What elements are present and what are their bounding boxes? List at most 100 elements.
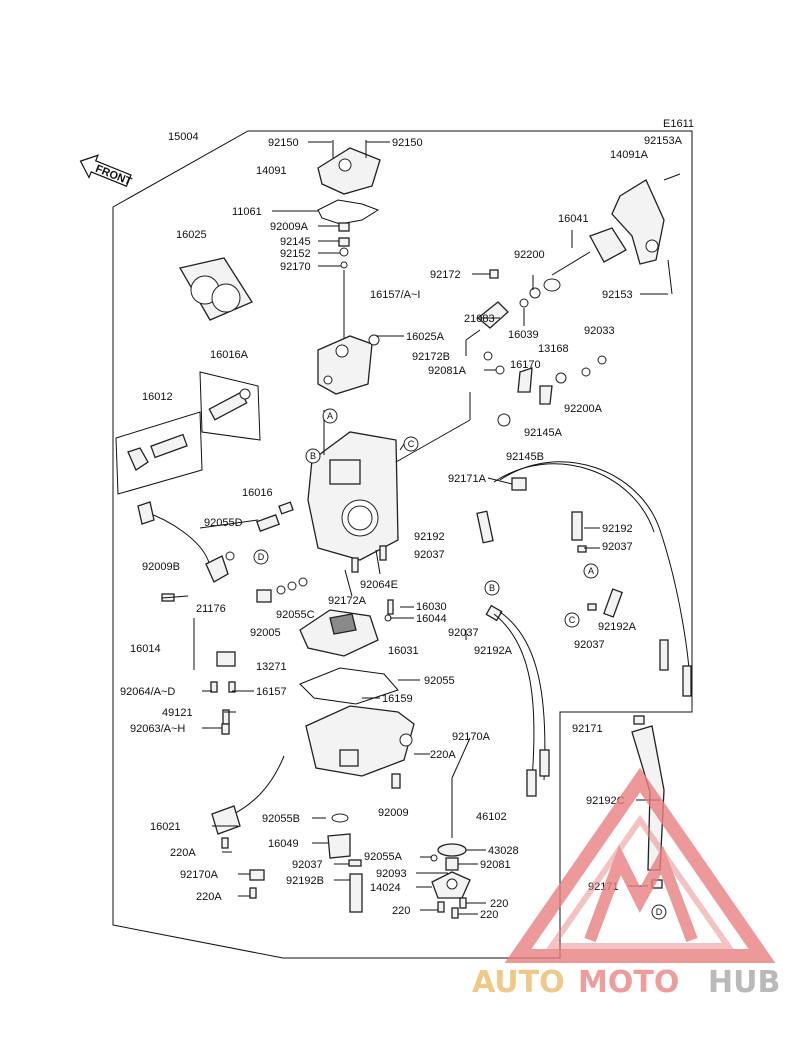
label-16025: 16025 [176, 229, 207, 241]
label-92200A: 92200A [564, 403, 603, 415]
label-92055D: 92055D [204, 517, 243, 529]
label-92055: 92055 [424, 675, 455, 687]
svg-text:B: B [310, 451, 316, 461]
front-arrow-icon: FRONT [79, 154, 134, 188]
label-16031: 16031 [388, 645, 419, 657]
label-92150-left: 92150 [268, 137, 299, 149]
float-pin-part [387, 599, 394, 615]
label-92055B: 92055B [262, 813, 300, 825]
automotohub-logo [504, 767, 776, 963]
bolt-92064E-part [379, 545, 387, 561]
float-bowl-part [305, 705, 415, 789]
svg-text:D: D [656, 907, 663, 917]
label-92152: 92152 [280, 248, 311, 260]
label-92037-bottom: 92037 [292, 859, 323, 871]
label-16044: 16044 [416, 613, 447, 625]
diagram-frame [112, 130, 693, 959]
label-92064AD: 92064/A~D [120, 686, 175, 698]
label-92037-lower-right: 92037 [574, 639, 605, 651]
label-92081: 92081 [480, 859, 511, 871]
callout-d-left: D [253, 549, 269, 565]
screw-220A-part [249, 887, 257, 899]
label-14091: 14091 [256, 165, 287, 177]
svg-text:AUTO: AUTO [472, 965, 565, 1000]
label-15004: 15004 [168, 131, 199, 143]
label-92037-mid: 92037 [414, 549, 445, 561]
label-16021: 16021 [150, 821, 181, 833]
label-92064E: 92064E [360, 579, 398, 591]
label-92170A-bottom: 92170A [180, 869, 219, 881]
drain-plug-part [327, 833, 351, 859]
label-92063AH: 92063/A~H [130, 723, 185, 735]
carburetor-body-part [307, 392, 471, 561]
callout-a-top: A [322, 408, 338, 424]
needle-jet-part [193, 618, 236, 735]
label-92033: 92033 [584, 325, 615, 337]
label-92172B: 92172B [412, 351, 450, 363]
label-13168: 13168 [538, 343, 569, 355]
part-number-labels: 15004 92150 92150 92153A 14091 14091A 11… [120, 131, 683, 921]
fuel-screw-part [256, 501, 294, 532]
label-16025A: 16025A [406, 331, 445, 343]
svg-text:B: B [489, 583, 495, 593]
label-92055C: 92055C [276, 609, 315, 621]
hose-92192B-part [349, 873, 363, 913]
label-92145B: 92145B [506, 451, 544, 463]
label-92009B: 92009B [142, 561, 180, 573]
label-16012: 16012 [142, 391, 173, 403]
nipple-fitting-part [256, 577, 308, 603]
label-14091A: 14091A [610, 149, 649, 161]
label-16039: 16039 [508, 329, 539, 341]
label-14024: 14024 [370, 882, 401, 894]
top-cover-part [317, 140, 381, 195]
svg-text:HUB: HUB [708, 965, 780, 1000]
label-21176: 21176 [196, 603, 226, 615]
svg-text:C: C [569, 615, 576, 625]
label-16159: 16159 [382, 693, 413, 705]
label-92153: 92153 [602, 289, 633, 301]
float-part [299, 609, 379, 657]
callout-b-right: B [484, 580, 500, 596]
label-92009A: 92009A [270, 221, 309, 233]
label-92145A: 92145A [524, 427, 563, 439]
label-92170A-top: 92170A [452, 731, 491, 743]
label-16170: 16170 [510, 359, 541, 371]
spring-part [338, 237, 350, 247]
label-92037-right: 92037 [602, 541, 633, 553]
lever-assembly-part [483, 351, 607, 427]
label-92005: 92005 [250, 627, 281, 639]
throttle-sensor-cable-part [211, 755, 285, 849]
label-21083: 21083 [464, 313, 495, 325]
label-92145: 92145 [280, 236, 311, 248]
label-92153A: 92153A [644, 135, 683, 147]
gasket-part [317, 199, 380, 225]
label-16049: 16049 [268, 838, 299, 850]
label-92171A: 92171A [448, 473, 487, 485]
label-16041: 16041 [558, 213, 589, 225]
watermark-text: AUTO MOTO HUB [472, 965, 780, 1000]
clip-92037-part [348, 859, 362, 867]
svg-text:C: C [408, 439, 415, 449]
label-46102: 46102 [476, 811, 507, 823]
label-16030: 16030 [416, 601, 447, 613]
svg-text:MOTO: MOTO [578, 965, 679, 1000]
label-92081A: 92081A [428, 365, 467, 377]
label-92192B: 92192B [286, 875, 324, 887]
label-16016A: 16016A [210, 349, 249, 361]
callout-c-right: C [564, 612, 580, 628]
svg-text:FRONT: FRONT [94, 163, 134, 188]
label-92192-right: 92192 [602, 523, 633, 535]
svg-text:A: A [327, 411, 333, 421]
label-220-bottom: 220 [480, 909, 498, 921]
callout-a-right: A [583, 563, 599, 579]
svg-text:A: A [588, 566, 594, 576]
callout-c-top: C [403, 436, 419, 452]
diaphragm-kit-part [178, 257, 253, 321]
label-16157Ai: 16157/A~I [370, 289, 420, 301]
label-16016: 16016 [242, 487, 273, 499]
label-220A-mid: 220A [430, 749, 456, 761]
bolt-92172A-part [351, 557, 359, 573]
svg-text:D: D [258, 552, 265, 562]
label-220A-bottom: 220A [196, 891, 222, 903]
